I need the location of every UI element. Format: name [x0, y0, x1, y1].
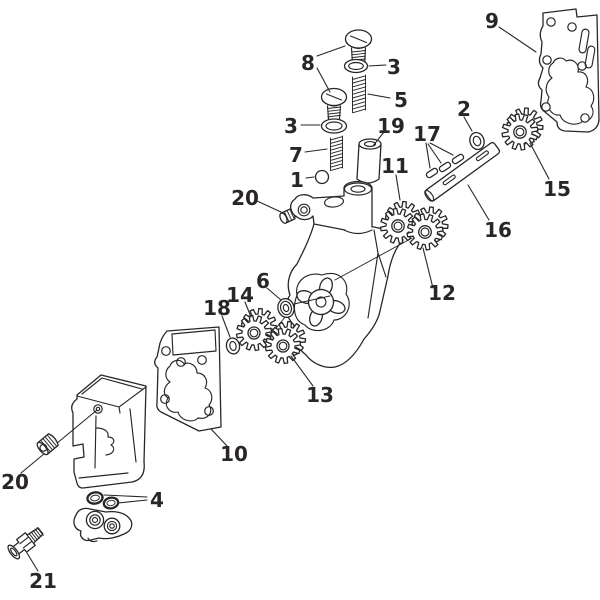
part-screw-8b — [320, 87, 348, 122]
callout-3b: 3 — [284, 114, 298, 138]
leader-4 — [103, 494, 148, 504]
leader-6 — [266, 287, 282, 301]
callout-12: 12 — [428, 281, 456, 305]
callout-5: 5 — [394, 88, 408, 112]
part-ball-1 — [314, 169, 330, 185]
part-manifold — [73, 507, 133, 543]
leader-13 — [290, 355, 314, 387]
part-gear-14 — [235, 307, 278, 352]
part-cover — [71, 374, 147, 489]
leader-20b — [20, 409, 98, 474]
part-tube-19 — [356, 138, 382, 184]
callout-4: 4 — [150, 488, 164, 512]
callout-10: 10 — [220, 442, 248, 466]
leader-3a — [368, 64, 387, 67]
callout-11: 11 — [381, 154, 409, 178]
leader-10 — [210, 428, 228, 447]
part-gear-12 — [406, 206, 449, 251]
callout-15: 15 — [543, 177, 571, 201]
callout-labels: 8 3 5 3 7 1 19 17 2 9 15 16 11 12 20 6 1… — [1, 9, 571, 593]
leader-18 — [221, 315, 231, 338]
leader-7 — [304, 148, 328, 153]
rotor — [296, 277, 346, 327]
leader-20a — [256, 200, 282, 213]
leader-17 — [425, 142, 454, 169]
callout-20a: 20 — [231, 186, 259, 210]
part-gear-13 — [264, 320, 307, 365]
callout-14: 14 — [226, 283, 254, 307]
callout-7: 7 — [289, 143, 303, 167]
leader-8 — [316, 45, 346, 93]
leader-11 — [395, 174, 401, 201]
callout-13: 13 — [306, 383, 334, 407]
part-oring-18 — [225, 337, 241, 355]
part-spring-5 — [352, 74, 366, 114]
callout-2: 2 — [457, 97, 471, 121]
part-oring-4b — [102, 496, 120, 510]
leader-14 — [244, 301, 252, 318]
part-shaft-16 — [424, 142, 501, 202]
part-pin-17c — [451, 153, 465, 165]
leader-2 — [463, 116, 473, 132]
axis-line-right — [334, 237, 413, 281]
callout-17: 17 — [413, 122, 441, 146]
part-plate-9 — [537, 8, 600, 133]
callout-21: 21 — [29, 569, 57, 593]
callout-3a: 3 — [387, 55, 401, 79]
leader-1 — [305, 176, 315, 179]
leader-19 — [372, 131, 385, 147]
part-oring-3b — [320, 118, 348, 134]
part-spring-7 — [330, 135, 343, 172]
callout-18: 18 — [203, 296, 231, 320]
leader-15 — [529, 142, 550, 180]
leader-5 — [367, 93, 391, 99]
part-pin-17a — [425, 167, 439, 179]
callout-16: 16 — [484, 218, 512, 242]
callout-6: 6 — [256, 269, 270, 293]
part-plug-20b — [36, 433, 59, 456]
leader-21 — [26, 552, 39, 572]
part-oring-3a — [343, 58, 369, 74]
callout-8: 8 — [301, 51, 315, 75]
part-gasket-10 — [154, 326, 222, 432]
part-washer-2 — [469, 131, 485, 151]
part-gear-15 — [501, 107, 544, 151]
callout-20b: 20 — [1, 470, 29, 494]
callout-1: 1 — [290, 168, 304, 192]
leader-16 — [467, 184, 490, 221]
part-oring-4a — [86, 491, 104, 505]
leader-9 — [498, 26, 537, 53]
leader-12 — [422, 247, 434, 289]
callout-9: 9 — [485, 9, 499, 33]
callout-19: 19 — [377, 114, 405, 138]
leader-lines — [26, 26, 550, 572]
part-pin-17b — [438, 161, 452, 173]
part-washer-6 — [277, 297, 295, 319]
part-bolt-21 — [7, 526, 44, 560]
